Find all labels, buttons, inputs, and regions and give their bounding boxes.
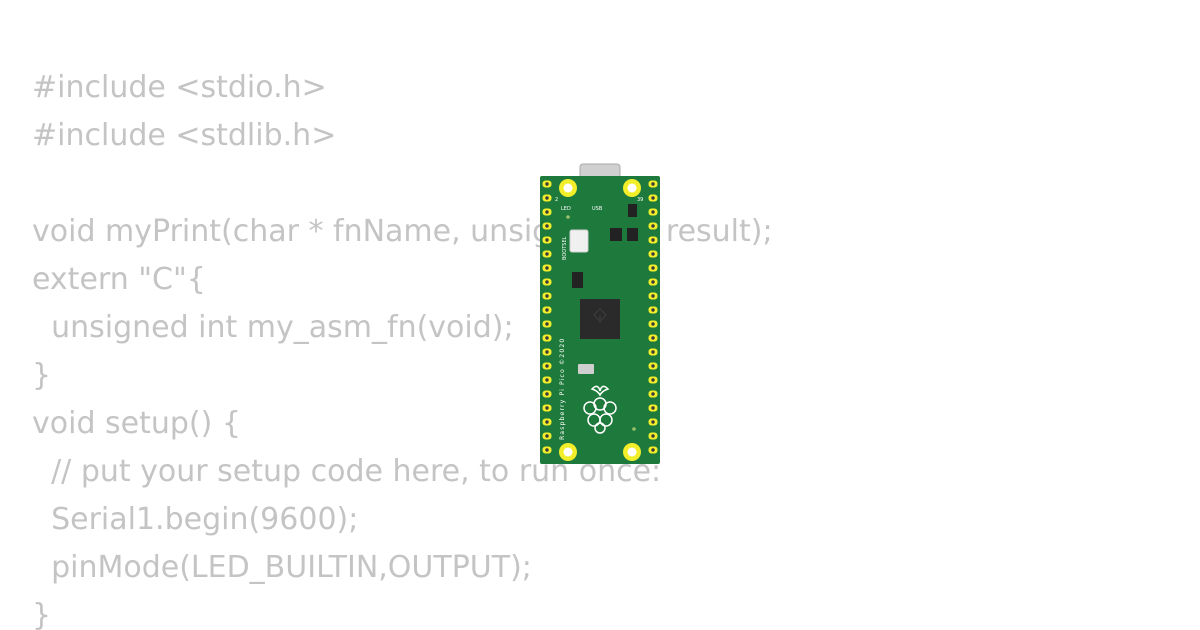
header-pin-hole bbox=[545, 434, 549, 438]
pin-header-right bbox=[648, 180, 658, 454]
test-point bbox=[632, 427, 636, 431]
code-line: unsigned int my_asm_fn(void); bbox=[32, 310, 514, 345]
bootsel-label: BOOTSEL bbox=[562, 236, 568, 260]
header-pin-hole bbox=[651, 420, 655, 424]
component bbox=[578, 364, 594, 374]
component bbox=[628, 204, 637, 217]
header-pin-hole bbox=[545, 364, 549, 368]
raspberry-pi-pico-board[interactable]: 2 39 LED USB BOOTSEL Raspberry Pi Pico ©… bbox=[538, 162, 662, 466]
code-line: extern "C"{ bbox=[32, 262, 206, 297]
pin-header-left bbox=[542, 180, 552, 454]
code-line: pinMode(LED_BUILTIN,OUTPUT); bbox=[32, 550, 532, 585]
header-pin-hole bbox=[545, 392, 549, 396]
header-pin-hole bbox=[545, 350, 549, 354]
header-pin-hole bbox=[545, 196, 549, 200]
code-line: } bbox=[32, 358, 52, 393]
component bbox=[572, 272, 583, 288]
header-pin-hole bbox=[545, 224, 549, 228]
header-pin-hole bbox=[651, 308, 655, 312]
header-pin-hole bbox=[651, 364, 655, 368]
header-pin-hole bbox=[651, 392, 655, 396]
header-pin-hole bbox=[651, 448, 655, 452]
header-pin-hole bbox=[651, 350, 655, 354]
component bbox=[610, 228, 622, 241]
pico-illustration: 2 39 LED USB BOOTSEL Raspberry Pi Pico ©… bbox=[540, 163, 660, 464]
pin-1-label: 2 bbox=[555, 197, 558, 203]
header-pin-hole bbox=[545, 280, 549, 284]
usb-label: USB bbox=[592, 206, 603, 212]
bootsel-button[interactable] bbox=[569, 229, 589, 253]
header-pin-hole bbox=[545, 238, 549, 242]
header-pin-hole bbox=[545, 406, 549, 410]
code-line: #include <stdlib.h> bbox=[32, 118, 337, 153]
header-pin-hole bbox=[545, 378, 549, 382]
raspberry-logo-icon bbox=[583, 385, 617, 434]
header-pin-hole bbox=[651, 294, 655, 298]
code-line: Serial1.begin(9600); bbox=[32, 502, 359, 537]
code-line: } bbox=[32, 598, 52, 630]
header-pin-hole bbox=[651, 196, 655, 200]
led-indicator bbox=[566, 215, 570, 219]
header-pin-hole bbox=[545, 182, 549, 186]
code-line: #include <stdio.h> bbox=[32, 70, 327, 105]
header-pin-hole bbox=[545, 252, 549, 256]
header-pin-hole bbox=[651, 280, 655, 284]
header-pin-hole bbox=[651, 266, 655, 270]
header-pin-hole bbox=[651, 336, 655, 340]
code-line: void myPrint(char * fnName, unsigned int… bbox=[32, 214, 773, 249]
header-pin-hole bbox=[545, 420, 549, 424]
component bbox=[627, 228, 638, 241]
header-pin-hole bbox=[651, 224, 655, 228]
header-pin-hole bbox=[545, 322, 549, 326]
header-pin-hole bbox=[545, 266, 549, 270]
header-pin-hole bbox=[651, 252, 655, 256]
header-pin-hole bbox=[651, 210, 655, 214]
header-pin-hole bbox=[545, 210, 549, 214]
chip-logo-icon bbox=[593, 308, 607, 323]
board-silkscreen: Raspberry Pi Pico ©2020 bbox=[558, 338, 566, 440]
header-pin-hole bbox=[651, 434, 655, 438]
header-pin-hole bbox=[651, 378, 655, 382]
header-pin-hole bbox=[545, 336, 549, 340]
header-pin-hole bbox=[651, 406, 655, 410]
code-line: void setup() { bbox=[32, 406, 241, 441]
header-pin-hole bbox=[545, 448, 549, 452]
header-pin-hole bbox=[651, 182, 655, 186]
code-snippet: #include <stdio.h> #include <stdlib.h> voi… bbox=[32, 64, 773, 630]
pin-39-label: 39 bbox=[637, 197, 643, 203]
header-pin-hole bbox=[545, 294, 549, 298]
header-pin-hole bbox=[651, 322, 655, 326]
header-pin-hole bbox=[651, 238, 655, 242]
led-label: LED bbox=[561, 206, 571, 212]
header-pin-hole bbox=[545, 308, 549, 312]
